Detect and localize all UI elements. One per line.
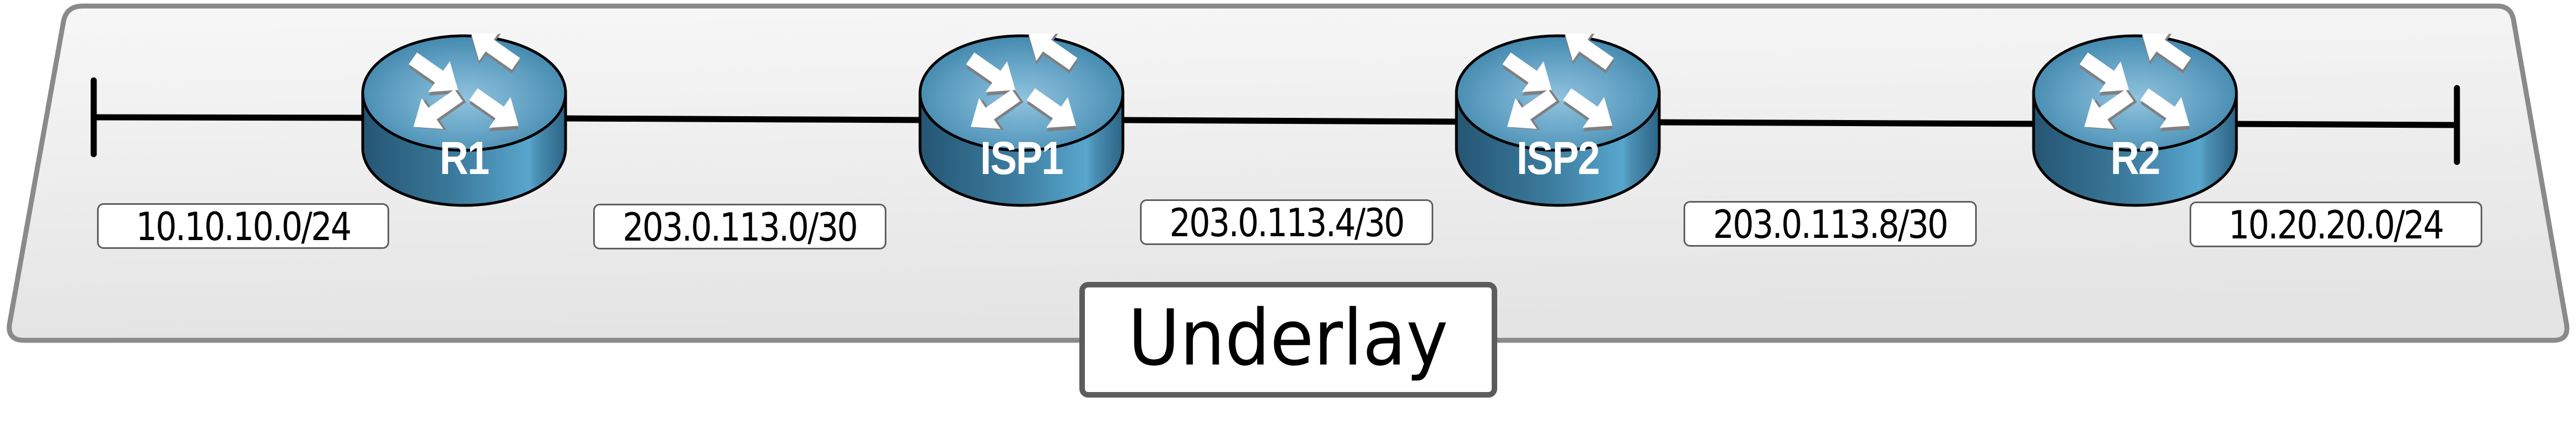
router-label: R1 bbox=[439, 132, 490, 184]
plane-shape bbox=[7, 3, 2569, 343]
router-label: ISP2 bbox=[1516, 132, 1600, 184]
link-isp2-r2 bbox=[1653, 119, 2040, 127]
router-isp2[interactable]: ISP2 bbox=[1454, 34, 1661, 209]
plane-title-text: Underlay bbox=[1128, 293, 1449, 383]
router-isp1[interactable]: ISP1 bbox=[918, 34, 1125, 209]
link-isp1-isp2 bbox=[1118, 117, 1461, 125]
router-icon bbox=[1455, 34, 1661, 207]
subnet-text: 203.0.113.0/30 bbox=[622, 205, 858, 250]
subnet-label-isp2-r2: 203.0.113.8/30 bbox=[1684, 201, 1977, 247]
subnet-text: 203.0.113.8/30 bbox=[1713, 202, 1949, 247]
link-lan-r1 bbox=[93, 114, 370, 121]
links bbox=[93, 114, 2457, 128]
router-icon bbox=[2032, 34, 2238, 207]
subnet-text: 10.20.20.0/24 bbox=[2229, 203, 2444, 248]
router-icon bbox=[918, 34, 1125, 207]
subnet-label-isp1-isp2: 203.0.113.4/30 bbox=[1140, 199, 1433, 245]
subnet-text: 203.0.113.4/30 bbox=[1169, 200, 1405, 246]
router-r1[interactable]: R1 bbox=[361, 34, 568, 209]
router-r2[interactable]: R2 bbox=[2031, 34, 2239, 209]
router-label: ISP1 bbox=[980, 132, 1063, 184]
link-r2-lan bbox=[2232, 121, 2457, 128]
router-icon bbox=[361, 34, 567, 207]
link-r1-isp1 bbox=[562, 115, 927, 123]
subnet-text: 10.10.10.0/24 bbox=[136, 204, 352, 249]
router-label: R2 bbox=[2110, 132, 2161, 184]
subnet-label-lan-left: 10.10.10.0/24 bbox=[97, 203, 389, 249]
subnet-label-lan-right: 10.20.20.0/24 bbox=[2190, 202, 2482, 247]
plane-title: Underlay bbox=[1079, 282, 1497, 398]
subnet-label-r1-isp1: 203.0.113.0/30 bbox=[593, 204, 886, 249]
